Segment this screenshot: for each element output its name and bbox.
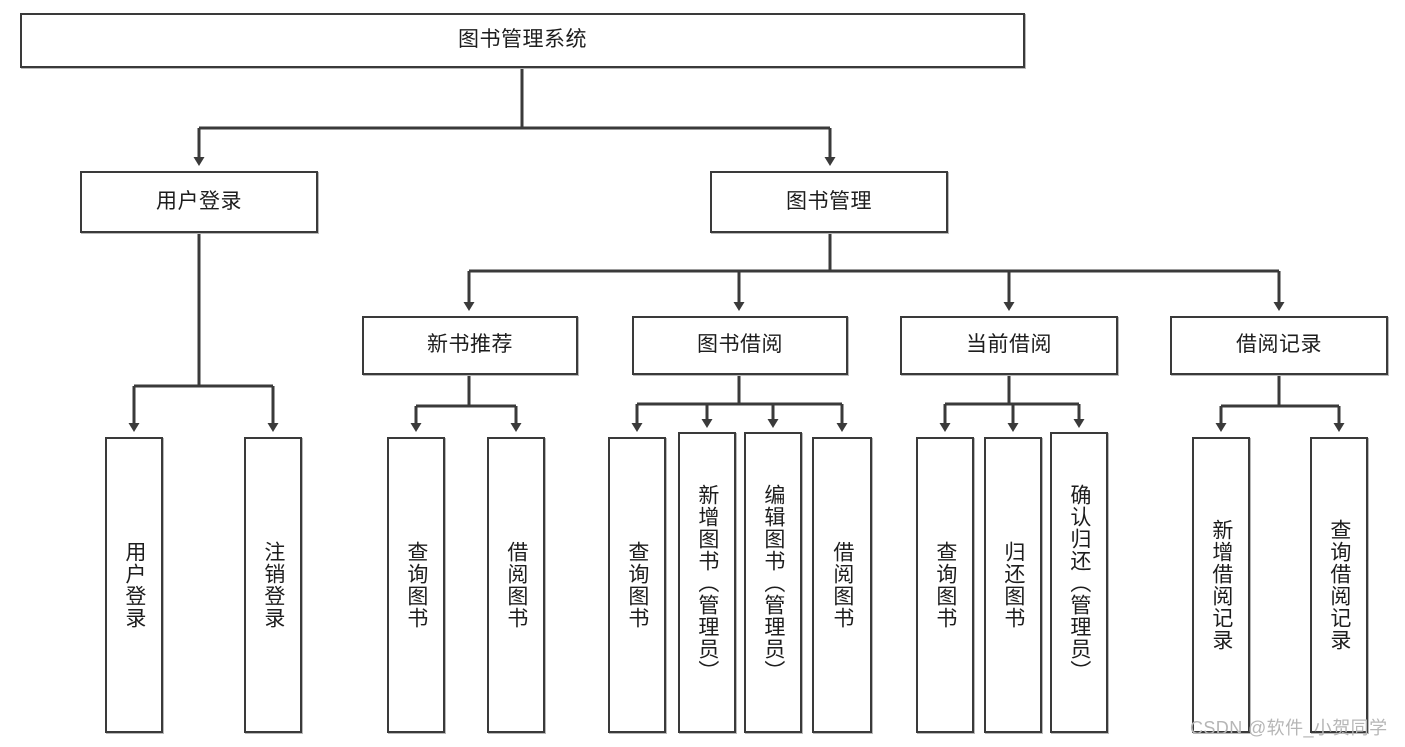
leaf-borrow-books-borrow[interactable]: 借阅图书 — [812, 437, 872, 733]
leaf-query-books-current[interactable]: 查询图书 — [916, 437, 974, 733]
leaf-query-borrow-record[interactable]: 查询借阅记录 — [1310, 437, 1368, 733]
leaf-query-books-newbook[interactable]: 查询图书 — [387, 437, 445, 733]
leaf-user-login[interactable]: 用户登录 — [105, 437, 163, 733]
watermark: CSDN @软件_小贺同学 — [1190, 718, 1388, 738]
node-borrow-record[interactable]: 借阅记录 — [1170, 316, 1388, 375]
leaf-return-books[interactable]: 归还图书 — [984, 437, 1042, 733]
node-book-management[interactable]: 图书管理 — [710, 171, 948, 233]
leaf-add-book-admin[interactable]: 新增图书（管理员） — [678, 432, 736, 733]
leaf-logout[interactable]: 注销登录 — [244, 437, 302, 733]
leaf-query-books-borrow[interactable]: 查询图书 — [608, 437, 666, 733]
leaf-add-borrow-record[interactable]: 新增借阅记录 — [1192, 437, 1250, 733]
node-current-borrow[interactable]: 当前借阅 — [900, 316, 1118, 375]
node-user-login[interactable]: 用户登录 — [80, 171, 318, 233]
leaf-borrow-books-newbook[interactable]: 借阅图书 — [487, 437, 545, 733]
node-book-borrow[interactable]: 图书借阅 — [632, 316, 848, 375]
leaf-edit-book-admin[interactable]: 编辑图书（管理员） — [744, 432, 802, 733]
leaf-confirm-return-admin[interactable]: 确认归还（管理员） — [1050, 432, 1108, 733]
node-root[interactable]: 图书管理系统 — [20, 13, 1025, 68]
node-new-book-recommend[interactable]: 新书推荐 — [362, 316, 578, 375]
